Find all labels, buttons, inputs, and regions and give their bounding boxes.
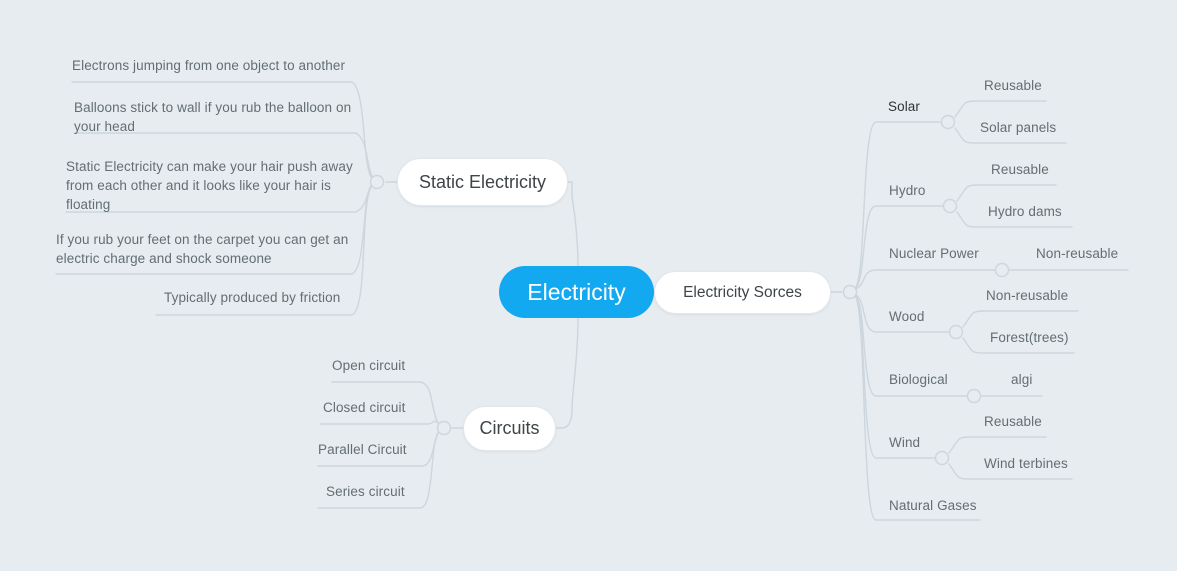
source-nuclear-power[interactable]: Nuclear Power	[889, 246, 979, 261]
circuits-child-2[interactable]: Closed circuit	[323, 400, 406, 415]
source-wind[interactable]: Wind	[889, 435, 921, 450]
link-wood-nonreusable	[962, 310, 1079, 328]
node-static-electricity-label: Static Electricity	[418, 171, 547, 192]
source-wind-child-2[interactable]: Wind terbines	[984, 456, 1068, 471]
source-wood-child-2[interactable]: Forest(trees)	[990, 330, 1069, 345]
source-wood[interactable]: Wood	[889, 309, 925, 324]
junction-static	[369, 174, 385, 190]
source-hydro[interactable]: Hydro	[889, 183, 926, 198]
node-circuits-label: Circuits	[479, 418, 540, 438]
link-src-nuclear	[855, 269, 997, 290]
node-circuits[interactable]: Circuits	[463, 406, 556, 451]
source-hydro-child-2[interactable]: Hydro dams	[988, 204, 1062, 219]
junction-biological	[966, 388, 982, 404]
source-wood-child-1[interactable]: Non-reusable	[986, 288, 1069, 303]
static-child-1[interactable]: Electrons jumping from one object to ano…	[72, 58, 346, 73]
source-hydro-child-1[interactable]: Reusable	[991, 162, 1049, 177]
link-solar-reusable	[954, 100, 1047, 118]
circuits-child-4[interactable]: Series circuit	[326, 484, 405, 499]
source-biological-child-1[interactable]: algi	[1011, 372, 1033, 387]
node-electricity-sources-label: Electricity Sorces	[683, 283, 802, 301]
junction-hydro	[942, 198, 958, 214]
source-natural-gases[interactable]: Natural Gases	[889, 498, 977, 513]
root-node-label: Electricity	[527, 278, 626, 305]
source-wind-child-1[interactable]: Reusable	[984, 414, 1042, 429]
link-hydro-reusable	[956, 184, 1057, 202]
node-electricity-sources[interactable]: Electricity Sorces	[654, 271, 831, 314]
link-root-circuits	[555, 317, 579, 429]
junction-circuits	[436, 420, 452, 436]
source-solar-child-2[interactable]: Solar panels	[980, 120, 1057, 135]
source-solar-child-1[interactable]: Reusable	[984, 78, 1042, 93]
junction-solar	[940, 114, 956, 130]
static-child-4[interactable]: If you rub your feet on the carpet you c…	[56, 232, 349, 266]
junction-wind	[934, 450, 950, 466]
junction-sources	[842, 284, 858, 300]
node-static-electricity[interactable]: Static Electricity	[397, 158, 568, 206]
source-nuclear-child-1[interactable]: Non-reusable	[1036, 246, 1119, 261]
circuits-child-1[interactable]: Open circuit	[332, 358, 406, 373]
static-child-3[interactable]: Static Electricity can make your hair pu…	[66, 159, 353, 212]
circuits-child-3[interactable]: Parallel Circuit	[318, 442, 407, 457]
link-wind-reusable	[948, 436, 1047, 454]
source-solar[interactable]: Solar	[888, 99, 921, 114]
root-node-electricity[interactable]: Electricity	[499, 266, 654, 318]
junction-wood	[948, 324, 964, 340]
static-child-2[interactable]: Balloons stick to wall if you rub the ba…	[74, 100, 352, 134]
link-src-natural	[855, 297, 981, 521]
static-child-5[interactable]: Typically produced by friction	[164, 290, 341, 305]
link-root-static	[567, 181, 579, 269]
link-circuits-c2	[319, 420, 440, 425]
junction-nuclear	[994, 262, 1010, 278]
source-biological[interactable]: Biological	[889, 372, 948, 387]
